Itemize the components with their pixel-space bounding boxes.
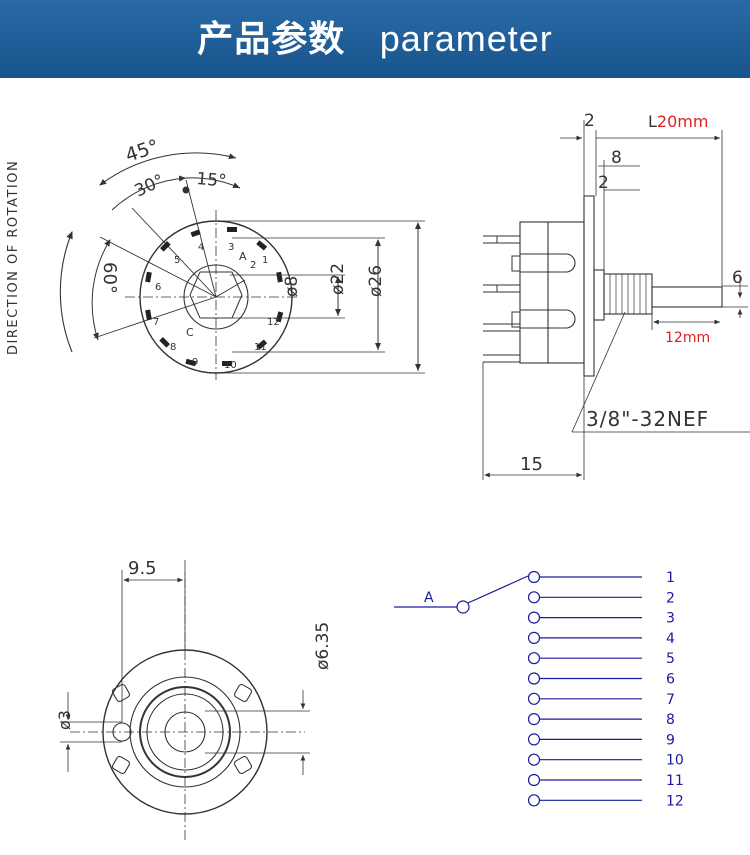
pin-number: 8 bbox=[170, 342, 176, 353]
shaft-bore bbox=[183, 264, 249, 330]
angle-45-label: 45° bbox=[123, 135, 162, 166]
output-terminal bbox=[527, 692, 541, 705]
output-label: 11 bbox=[666, 773, 684, 789]
angle-60-label: 60° bbox=[99, 262, 120, 294]
pin-number: 1 bbox=[262, 255, 268, 266]
angle-15-label: 15° bbox=[196, 169, 228, 192]
mount-lug bbox=[111, 755, 131, 775]
page-title: 产品参数 parameter bbox=[0, 10, 750, 68]
front-view-labels: DIRECTION OF ROTATION 45° 30° 15° 60° ø8… bbox=[6, 135, 386, 371]
locating-pin bbox=[112, 722, 132, 742]
output-terminal bbox=[527, 652, 541, 665]
mount-lug bbox=[233, 683, 253, 703]
pin-number: 12 bbox=[267, 317, 280, 328]
rear-view-labels: 9.5 ø3 ø6.35 bbox=[55, 558, 333, 730]
banner-background bbox=[0, 0, 750, 78]
dim-2-inner: 2 bbox=[598, 173, 609, 193]
pin-number: 11 bbox=[254, 342, 267, 353]
output-label: 5 bbox=[666, 651, 675, 667]
shaft-diameter-label: ø6.35 bbox=[313, 622, 333, 670]
pin-diameter-label: ø3 bbox=[55, 710, 74, 730]
dim-6: 6 bbox=[732, 268, 743, 288]
pin-number: 5 bbox=[174, 255, 180, 266]
pin-number: 3 bbox=[228, 242, 234, 253]
pin-number: 4 bbox=[198, 242, 204, 253]
title-english: parameter bbox=[379, 18, 553, 59]
output-label: 12 bbox=[666, 793, 684, 809]
pin-number: 10 bbox=[224, 360, 237, 371]
output-terminal bbox=[527, 773, 541, 787]
output-label: 8 bbox=[666, 712, 675, 728]
output-terminal bbox=[527, 631, 541, 645]
diameter-22-label: ø22 bbox=[328, 263, 348, 295]
center-label: C bbox=[186, 326, 194, 339]
schematic-input-label: A bbox=[424, 590, 434, 606]
output-terminal bbox=[527, 672, 541, 685]
thread-length-label: 12mm bbox=[665, 330, 710, 346]
wiper-arm bbox=[467, 575, 529, 604]
output-terminal bbox=[527, 733, 541, 746]
rotation-label: DIRECTION OF ROTATION bbox=[6, 160, 21, 355]
thread-spec: 3/8"-32NEF bbox=[586, 407, 709, 431]
reference-dot bbox=[182, 186, 190, 194]
length-value: 20mm bbox=[657, 112, 709, 131]
output-label: 4 bbox=[666, 631, 675, 647]
contact-tabs bbox=[145, 227, 284, 367]
dim-2-top: 2 bbox=[584, 111, 595, 131]
pin-number: 2 bbox=[250, 260, 256, 271]
output-terminal bbox=[527, 712, 541, 726]
output-label: 1 bbox=[666, 570, 675, 586]
output-terminal bbox=[527, 794, 541, 807]
depth-label: 15 bbox=[520, 454, 543, 475]
output-label: 3 bbox=[666, 611, 675, 627]
title-chinese: 产品参数 bbox=[197, 19, 346, 60]
common-pin-label: A bbox=[239, 250, 247, 263]
dim-8: 8 bbox=[611, 148, 622, 168]
output-terminal bbox=[527, 611, 541, 624]
switch-schematic bbox=[394, 575, 529, 614]
output-label: 2 bbox=[666, 590, 675, 606]
diameter-8-label: ø8 bbox=[282, 276, 302, 297]
output-label: 7 bbox=[666, 692, 675, 708]
output-label: 6 bbox=[666, 672, 675, 688]
side-view bbox=[482, 120, 750, 480]
length-label: L20mm bbox=[648, 112, 708, 131]
mount-lug bbox=[111, 683, 131, 703]
output-label: 9 bbox=[666, 732, 675, 748]
side-view-labels: 2 L20mm 8 2 6 12mm 3/8"-32NEF 15 bbox=[520, 111, 743, 475]
output-terminal bbox=[527, 570, 541, 584]
pin-number: 9 bbox=[192, 357, 198, 368]
header-banner: 产品参数 parameter bbox=[0, 0, 750, 78]
diameter-26-label: ø26 bbox=[366, 265, 386, 297]
output-terminal bbox=[527, 753, 541, 766]
output-terminal bbox=[527, 591, 541, 604]
output-label: 10 bbox=[666, 753, 684, 769]
front-view bbox=[59, 152, 425, 380]
mount-lug bbox=[233, 755, 253, 775]
pin-number: 6 bbox=[155, 282, 161, 293]
pin-number: 7 bbox=[153, 317, 159, 328]
pin-spacing-label: 9.5 bbox=[128, 558, 157, 579]
common-terminal bbox=[456, 600, 470, 614]
length-prefix: L bbox=[648, 112, 657, 131]
angle-30-label: 30° bbox=[132, 171, 168, 202]
rear-view bbox=[60, 560, 310, 840]
